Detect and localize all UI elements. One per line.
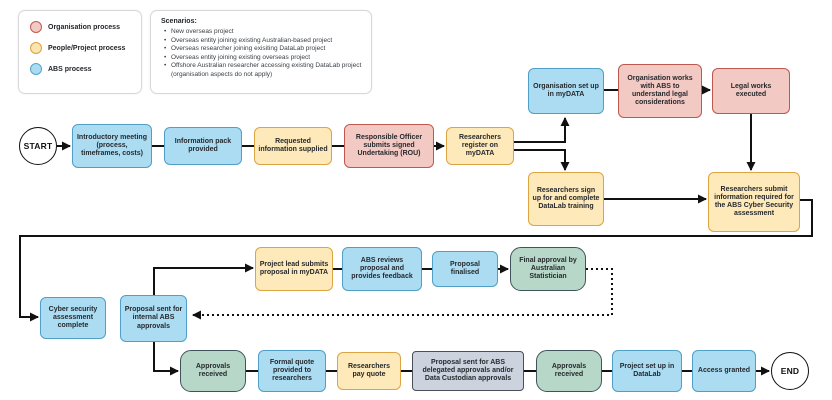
scenario-item: Overseas entity joining existing Austral…: [161, 37, 363, 46]
node-org-setup: Organisation set up in myDATA: [528, 68, 604, 114]
node-proposal-finalised: Proposal finalised: [432, 251, 498, 287]
edge-finalapproval-internal-dotted: [192, 268, 613, 320]
node-abs-reviews: ABS reviews proposal and provides feedba…: [342, 247, 422, 291]
organisation-process-dot-icon: [30, 21, 42, 33]
scenarios-list: New overseas project Overseas entity joi…: [161, 28, 363, 79]
node-org-legal: Organisation works with ABS to understan…: [618, 64, 702, 118]
legend-item-abs: ABS process: [30, 63, 141, 75]
node-access-granted: Access granted: [692, 350, 756, 392]
edge-cybersubmit-cybercomplete: [19, 199, 813, 322]
node-proposal-internal: Proposal sent for internal ABS approvals: [120, 295, 187, 342]
scenario-item: Overseas entity joining existing oversea…: [161, 54, 363, 63]
node-intro-meeting: Introductory meeting (process, timeframe…: [72, 124, 152, 168]
node-project-setup: Project set up in DataLab: [612, 350, 682, 392]
legend-label: ABS process: [48, 65, 92, 73]
node-rou: Responsible Officer submits signed Under…: [344, 124, 434, 168]
legend-label: People/Project process: [48, 44, 126, 52]
node-legal-works: Legal works executed: [712, 68, 790, 114]
legend-item-people: People/Project process: [30, 42, 141, 54]
people-process-dot-icon: [30, 42, 42, 54]
scenarios-title: Scenarios:: [161, 18, 197, 25]
scenario-item: Offshore Australian researcher accessing…: [161, 62, 363, 79]
node-approvals-received-1: Approvals received: [180, 350, 246, 392]
scenario-item: Overseas researcher joining exisiting Da…: [161, 45, 363, 54]
edge-register-orgsetup: [514, 117, 570, 143]
node-datalab-training: Researchers sign up for and complete Dat…: [528, 172, 604, 226]
end-terminal: END: [771, 352, 809, 390]
node-pay-quote: Researchers pay quote: [337, 352, 401, 390]
node-register-mydata: Researchers register on myDATA: [446, 127, 514, 165]
legend-label: Organisation process: [48, 23, 120, 31]
scenarios-panel: Scenarios: New overseas project Overseas…: [150, 10, 372, 94]
node-delegated-approvals: Proposal sent for ABS delegated approval…: [412, 351, 524, 391]
legend-item-organisation: Organisation process: [30, 21, 141, 33]
legend-panel: Organisation process People/Project proc…: [18, 10, 142, 94]
edge-internal-approvals1: [153, 342, 179, 376]
node-info-pack: Information pack provided: [164, 127, 242, 165]
scenario-item: New overseas project: [161, 28, 363, 37]
node-approvals-received-2: Approvals received: [536, 350, 602, 392]
node-requested-info: Requested information supplied: [254, 127, 332, 165]
edge-internal-projectlead: [153, 263, 254, 295]
node-cyber-complete: Cyber security assessment complete: [40, 297, 106, 339]
node-cyber-submit: Researchers submit information required …: [708, 172, 800, 232]
edge-register-training: [514, 149, 570, 171]
node-project-lead: Project lead submits proposal in myDATA: [255, 247, 333, 291]
start-terminal: START: [19, 127, 57, 165]
abs-process-dot-icon: [30, 63, 42, 75]
node-formal-quote: Formal quote provided to researchers: [258, 350, 326, 392]
node-final-approval: Final approval by Australian Statisticia…: [510, 247, 586, 291]
